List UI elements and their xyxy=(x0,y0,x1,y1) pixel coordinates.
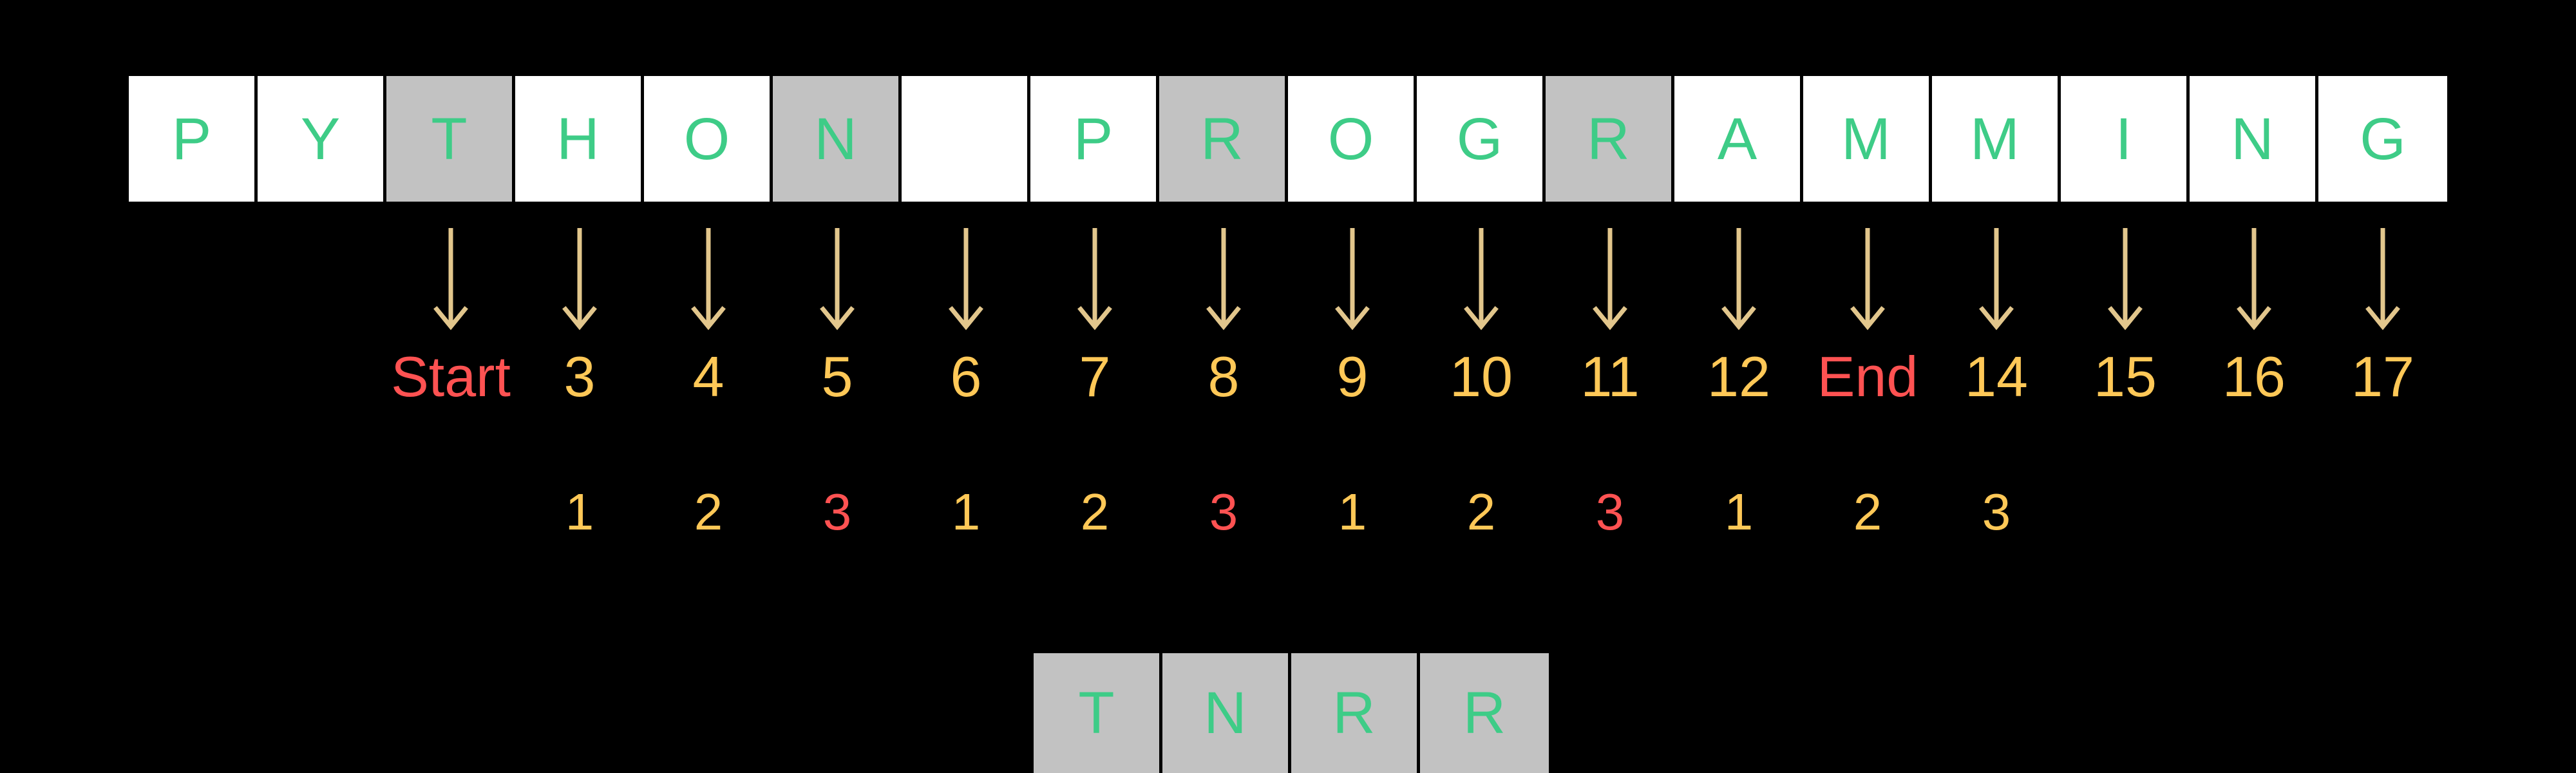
result-char-cell: R xyxy=(1420,653,1549,773)
index-label: 7 xyxy=(1079,345,1111,408)
index-label: 12 xyxy=(1707,345,1770,408)
index-label: 15 xyxy=(2094,345,2157,408)
step-counter-label: 2 xyxy=(1466,483,1496,540)
arrow-down-icon xyxy=(947,227,985,331)
arrow-down-icon xyxy=(2235,227,2273,331)
arrow-down-icon xyxy=(431,227,470,331)
slice-marker-label: Start xyxy=(391,345,511,408)
index-label: 14 xyxy=(1965,345,2028,408)
step-counter-label: 1 xyxy=(1724,483,1754,540)
arrow-down-icon xyxy=(1719,227,1758,331)
string-char-cell xyxy=(902,76,1030,202)
index-label: 4 xyxy=(692,345,724,408)
arrow-down-icon xyxy=(560,227,599,331)
arrow-down-icon xyxy=(2363,227,2402,331)
step-counter-label: 1 xyxy=(565,483,594,540)
arrow-down-icon xyxy=(1591,227,1629,331)
string-char-cell: H xyxy=(515,76,644,202)
arrow-down-icon xyxy=(1977,227,2016,331)
slice-marker-label: End xyxy=(1817,345,1918,408)
string-char-cell: P xyxy=(1030,76,1159,202)
step-counter-label: 1 xyxy=(1338,483,1367,540)
arrow-down-icon xyxy=(1333,227,1372,331)
arrow-down-icon xyxy=(1462,227,1501,331)
arrow-down-icon xyxy=(1848,227,1887,331)
step-counter-label: 1 xyxy=(951,483,981,540)
string-char-cell: O xyxy=(644,76,773,202)
step-counter-row: 1 2 3 1 2 3 1 2 3 1 2 3 xyxy=(0,477,2576,548)
index-label: 8 xyxy=(1208,345,1240,408)
result-char-cell: N xyxy=(1162,653,1291,773)
string-char-cell: M xyxy=(1932,76,2061,202)
arrow-down-icon xyxy=(818,227,857,331)
step-counter-label: 3 xyxy=(1209,483,1238,540)
string-char-cell: N xyxy=(773,76,902,202)
result-char-cell: R xyxy=(1291,653,1420,773)
step-counter-label: 2 xyxy=(1080,483,1110,540)
arrow-down-icon xyxy=(1075,227,1114,331)
string-char-cell: R xyxy=(1159,76,1288,202)
index-label-row: Start 3 4 5 6 7 8 9 10 11 12 End 14 15 16 17 xyxy=(0,341,2576,412)
arrow-down-icon xyxy=(1204,227,1243,331)
string-char-cell: R xyxy=(1546,76,1674,202)
step-counter-label: 3 xyxy=(1595,483,1625,540)
result-char-cell: T xyxy=(1034,653,1162,773)
string-char-cell: N xyxy=(2190,76,2318,202)
string-char-cell: A xyxy=(1674,76,1803,202)
index-label: 17 xyxy=(2351,345,2414,408)
arrow-row xyxy=(0,227,2576,333)
index-label: 10 xyxy=(1450,345,1513,408)
string-char-cell: O xyxy=(1288,76,1417,202)
string-char-cell: G xyxy=(2318,76,2447,202)
index-label: 3 xyxy=(564,345,596,408)
index-label: 6 xyxy=(950,345,982,408)
step-counter-label: 3 xyxy=(1982,483,2011,540)
string-char-cell: M xyxy=(1803,76,1932,202)
index-label: 16 xyxy=(2222,345,2286,408)
index-label: 9 xyxy=(1336,345,1368,408)
string-char-cell: G xyxy=(1417,76,1546,202)
arrow-down-icon xyxy=(2106,227,2145,331)
index-label: 5 xyxy=(821,345,853,408)
index-label: 11 xyxy=(1580,345,1640,408)
string-char-cell: P xyxy=(129,76,258,202)
string-char-cell: Y xyxy=(258,76,386,202)
step-counter-label: 3 xyxy=(822,483,852,540)
string-char-cell: I xyxy=(2061,76,2190,202)
string-char-cell: T xyxy=(386,76,515,202)
step-counter-label: 2 xyxy=(1853,483,1882,540)
arrow-down-icon xyxy=(689,227,728,331)
step-counter-label: 2 xyxy=(694,483,723,540)
